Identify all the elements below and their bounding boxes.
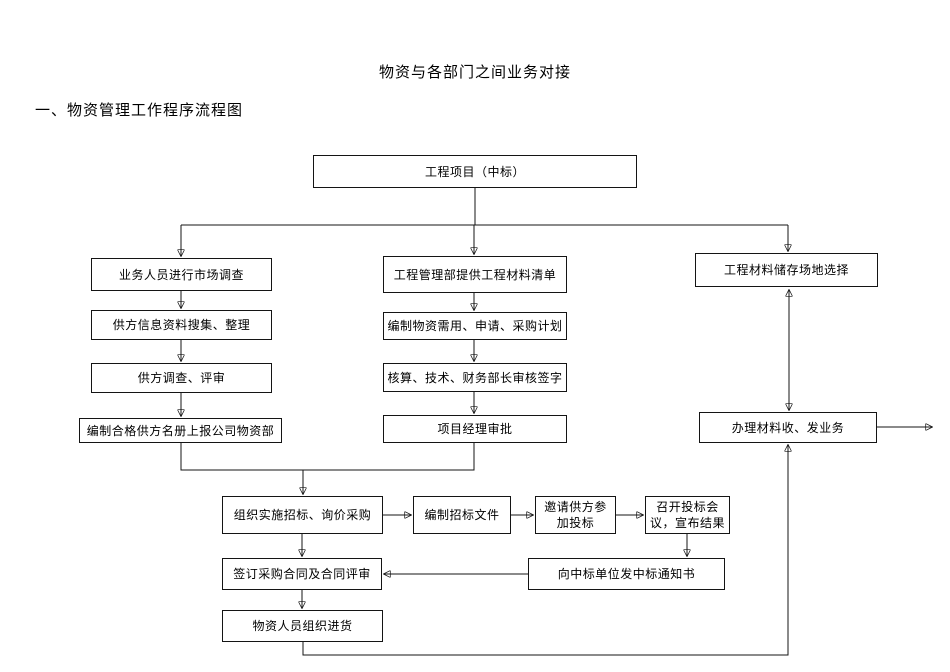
node-material-list: 工程管理部提供工程材料清单 — [383, 256, 567, 293]
node-label: 编制招标文件 — [424, 508, 500, 522]
section-heading: 一、物资管理工作程序流程图 — [35, 103, 244, 119]
node-label-line2: 加投标 — [556, 516, 595, 530]
connector-branch-trunk — [181, 188, 788, 226]
node-organize-goods: 物资人员组织进货 — [222, 610, 383, 642]
node-label: 物资人员组织进货 — [252, 619, 353, 633]
node-label: 核算、技术、财务部长审核签字 — [387, 370, 563, 385]
node-supplier-info: 供方信息资料搜集、整理 — [91, 310, 272, 340]
node-supplier-review: 供方调查、评审 — [91, 363, 272, 393]
node-label: 办理材料收、发业务 — [731, 420, 845, 435]
node-label: 业务人员进行市场调查 — [118, 267, 244, 282]
node-label: 向中标单位发中标通知书 — [557, 567, 696, 581]
node-roster: 编制合格供方名册上报公司物资部 — [79, 418, 282, 443]
node-receive-dispatch: 办理材料收、发业务 — [699, 412, 877, 443]
node-tender-docs: 编制招标文件 — [413, 496, 511, 534]
node-label: 项目经理审批 — [437, 422, 513, 436]
page-title: 物资与各部门之间业务对接 — [378, 65, 571, 81]
node-sign-contract: 签订采购合同及合同评审 — [222, 558, 382, 590]
node-audit-sign: 核算、技术、财务部长审核签字 — [383, 363, 567, 392]
node-tendering: 组织实施招标、询价采购 — [222, 496, 383, 534]
node-label: 工程项目（中标） — [424, 164, 525, 179]
node-label: 供方调查、评审 — [137, 371, 226, 385]
node-label-line1: 召开投标会 — [656, 500, 719, 514]
node-bid-meeting: 召开投标会 议，宣布结果 — [645, 496, 730, 534]
node-project: 工程项目（中标） — [313, 155, 637, 188]
node-label: 供方信息资料搜集、整理 — [112, 318, 251, 332]
node-label-line2: 议，宣布结果 — [649, 516, 725, 530]
node-label: 工程材料储存场地选择 — [723, 263, 849, 277]
node-label: 组织实施招标、询价采购 — [233, 508, 372, 522]
node-market-survey: 业务人员进行市场调查 — [91, 258, 272, 291]
node-label: 签订采购合同及合同评审 — [233, 567, 371, 581]
node-manager-approve: 项目经理审批 — [383, 415, 567, 443]
node-purchase-plan: 编制物资需用、申请、采购计划 — [383, 312, 567, 340]
node-invite-suppliers: 邀请供方参 加投标 — [535, 496, 616, 534]
node-storage-site: 工程材料储存场地选择 — [695, 253, 878, 287]
connector-join — [180, 443, 475, 471]
node-label: 工程管理部提供工程材料清单 — [393, 267, 557, 282]
node-label: 编制物资需用、申请、采购计划 — [387, 319, 563, 333]
node-label-line1: 邀请供方参 — [544, 500, 607, 514]
node-award-notice: 向中标单位发中标通知书 — [528, 558, 725, 590]
node-label: 编制合格供方名册上报公司物资部 — [86, 423, 275, 438]
